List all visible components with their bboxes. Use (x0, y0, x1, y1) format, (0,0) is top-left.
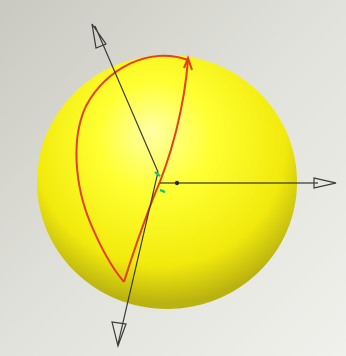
axis-3-arrowhead-icon[interactable] (313, 177, 337, 189)
sketch-curve-path[interactable] (123, 59, 189, 283)
axis-1-arrowhead-icon[interactable] (91, 23, 107, 49)
axis-2-arrowhead-icon[interactable] (111, 321, 127, 349)
axis-2-line[interactable] (117, 171, 159, 345)
curve-start-icon (183, 55, 193, 71)
origin-point[interactable] (174, 180, 180, 186)
sphere-solid[interactable] (37, 55, 297, 309)
point-marker-icon[interactable] (159, 188, 166, 194)
sketch-curve-loop[interactable] (75, 54, 189, 283)
axis-1-line[interactable] (94, 25, 159, 173)
point-marker-icon[interactable] (154, 171, 161, 177)
